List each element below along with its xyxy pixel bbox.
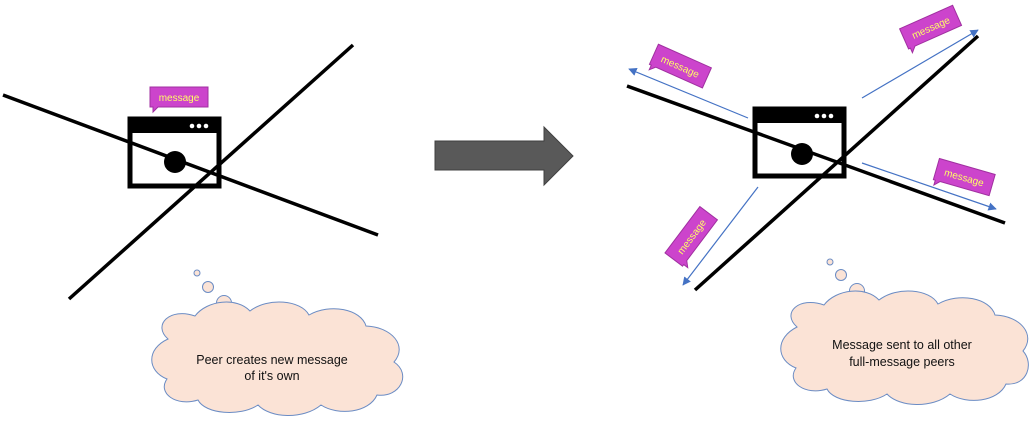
cloud-text-line1: Peer creates new message <box>196 353 348 367</box>
peer-node <box>791 143 813 165</box>
peer-connection-line <box>626 84 1006 225</box>
peer-node <box>164 151 186 173</box>
left-peer-network <box>2 43 379 301</box>
message-bubble-bottom-left: message <box>664 205 719 269</box>
left-message-bubble: message <box>149 86 209 114</box>
peer-window-icon <box>127 116 222 189</box>
flow-arrow-up-left <box>628 67 749 119</box>
left-thought-cloud: Peer creates new message of it's own <box>151 269 404 416</box>
message-flow-arrows <box>628 29 997 286</box>
message-label: message <box>159 93 200 104</box>
message-bubble-right: message <box>932 157 996 197</box>
message-bubble-top-right: message <box>898 4 963 54</box>
cloud-text-line1: Message sent to all other <box>832 338 972 352</box>
peer-window-icon <box>752 106 847 179</box>
right-thought-cloud: Message sent to all other full-message p… <box>780 258 1029 405</box>
flow-arrow-down-left <box>682 186 759 286</box>
peer-connection-line <box>2 93 379 237</box>
peer-connection-line <box>693 34 980 292</box>
message-bubble-top-left: message <box>648 43 713 89</box>
flow-arrow-right <box>861 162 997 211</box>
transition-arrow <box>434 125 574 187</box>
flow-arrow-up-right <box>861 29 979 99</box>
cloud-text-line2: full-message peers <box>849 355 955 369</box>
right-peer-network <box>626 34 1006 292</box>
cloud-text-line2: of it's own <box>244 369 299 383</box>
peer-connection-line <box>67 43 355 301</box>
